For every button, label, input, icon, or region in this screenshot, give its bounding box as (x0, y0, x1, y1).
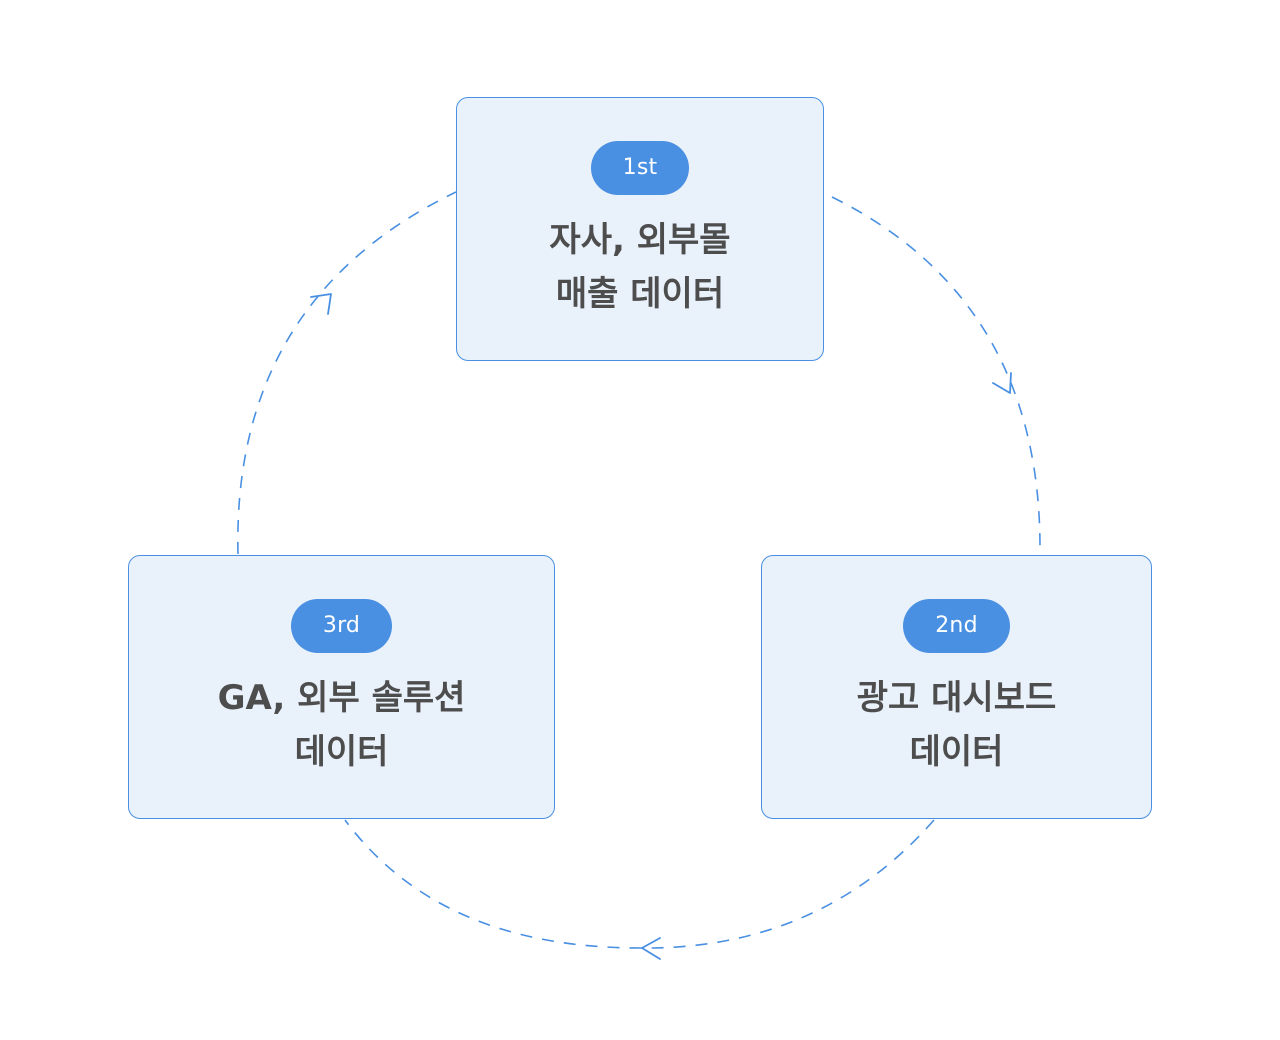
step-title-1st: 자사, 외부몰 매출 데이터 (457, 213, 823, 321)
step-badge-1st: 1st (590, 141, 690, 195)
arrowhead-right-icon (992, 372, 1012, 394)
connector-1st-to-2nd (831, 196, 1041, 549)
step-badge-2nd: 2nd (903, 599, 1010, 653)
arrowhead-left-icon (310, 293, 332, 315)
step-title-2nd: 광고 대시보드 데이터 (762, 671, 1151, 779)
step-card-2nd: 2nd 광고 대시보드 데이터 (761, 555, 1152, 819)
arrowhead-bottom-icon (641, 937, 661, 960)
step-title-line-2: 데이터 (294, 732, 389, 772)
connector-2nd-to-3rd (344, 819, 935, 949)
step-title-line-1: 광고 대시보드 (856, 678, 1057, 718)
connector-3rd-to-1st (237, 191, 457, 555)
step-title-line-2: 데이터 (909, 732, 1004, 772)
step-card-1st: 1st 자사, 외부몰 매출 데이터 (456, 97, 824, 361)
step-title-line-2: 매출 데이터 (555, 274, 725, 314)
step-title-line-1: 자사, 외부몰 (549, 220, 731, 260)
step-badge-3rd: 3rd (290, 599, 393, 653)
step-title-line-1: GA, 외부 솔루션 (217, 678, 466, 718)
step-title-3rd: GA, 외부 솔루션 데이터 (129, 671, 554, 779)
step-card-3rd: 3rd GA, 외부 솔루션 데이터 (128, 555, 555, 819)
